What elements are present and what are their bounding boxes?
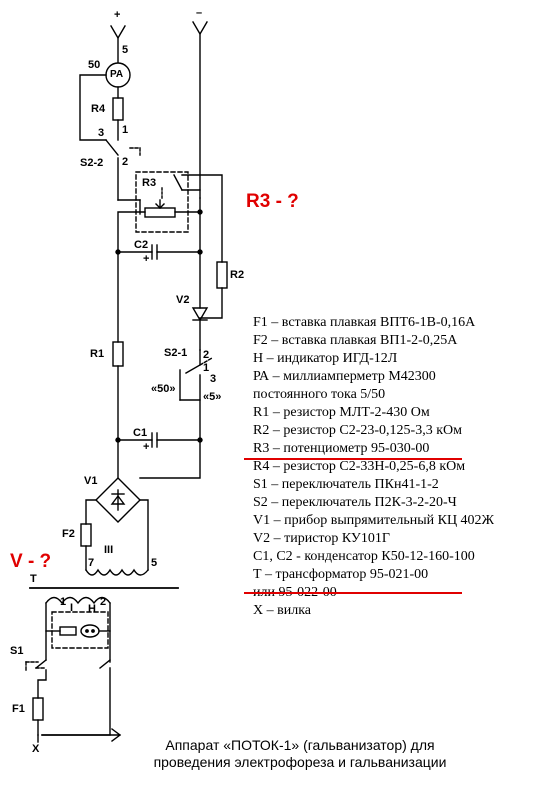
transformer-label: T (30, 573, 37, 585)
s21-pin1-label: 1 (203, 362, 210, 374)
v1-bridge-rectifier (85, 477, 149, 571)
f1-label: F1 (12, 703, 25, 715)
caption-line-2: проведения электрофореза и гальванизации (153, 754, 447, 770)
c1-plus-label: + (143, 441, 150, 453)
pin-3-label: 3 (98, 127, 105, 139)
pin-7-label: 7 (88, 557, 95, 569)
caption-line-1: Аппарат «ПОТОК-1» (гальванизатор) для (165, 737, 435, 753)
s21-pin2-label: 2 (203, 349, 210, 361)
f2-label: F2 (62, 528, 75, 540)
plus-label: + (114, 9, 121, 21)
r1-label: R1 (90, 348, 105, 360)
pos-5-label: «5» (203, 391, 222, 403)
s2-2-switch (105, 139, 141, 215)
s1-to-f1-wire (37, 669, 47, 699)
s2-2-label: S2-2 (80, 157, 104, 169)
legend-item: R4 – резистор С2-33Н-0,25-6,8 кОм (253, 459, 466, 474)
legend-item: S1 – переключатель ПКн41-1-2 (253, 477, 439, 492)
v1-label: V1 (84, 475, 98, 487)
pos-50-label: «50» (151, 383, 176, 395)
legend-item: F1 – вставка плавкая ВПТ6-1В-0,16А (253, 315, 476, 330)
minus-label: – (196, 7, 203, 19)
component-legend: F1 – вставка плавкая ВПТ6-1В-0,16А F2 – … (253, 314, 494, 620)
r2-label: R2 (230, 269, 245, 281)
pin-5-top-label: 5 (122, 44, 129, 56)
legend-item: Т – трансформатор 95-021-00 (253, 567, 429, 582)
legend-item: РА – миллиамперметр М42300 (253, 369, 436, 384)
legend-item: R2 – резистор С2-23-0,125-3,3 кОм (253, 423, 462, 438)
h-label: H (88, 603, 96, 615)
legend-item: Х – вилка (253, 603, 312, 618)
r2-resistor (216, 261, 228, 289)
legend-item: R1 – резистор МЛТ-2-430 Ом (253, 405, 430, 420)
minus-terminal (192, 21, 208, 199)
win-1-label: 1 (60, 596, 67, 608)
s1-right-wire (41, 667, 111, 736)
secondary-winding (85, 568, 149, 576)
pin-50-label: 50 (88, 59, 101, 71)
rail-to-bridge (139, 439, 201, 479)
legend-item: S2 – переключатель П2К-3-2-20-Ч (253, 495, 457, 510)
r2-branch (181, 174, 223, 263)
r4-resistor (112, 97, 124, 121)
legend-item: R3 – потенциометр 95-030-00 (253, 441, 430, 456)
f2-fuse (80, 523, 92, 547)
s1-label: S1 (10, 645, 24, 657)
r3-label: R3 (142, 177, 157, 189)
v-question-annotation: V - ? (10, 551, 52, 572)
legend-item: Н – индикатор ИГД-12Л (253, 351, 398, 366)
pa-label: PA (110, 69, 124, 80)
plus-terminal (110, 25, 126, 63)
r3-question-annotation: R3 - ? (246, 191, 299, 212)
t-underline (244, 592, 462, 594)
f1-fuse (32, 697, 44, 721)
c2-plus-label: + (143, 253, 150, 265)
s1-switch (25, 659, 111, 673)
legend-item: V1 – прибор выпрямительный КЦ 402Ж (253, 513, 495, 528)
pin-5-bottom-label: 5 (151, 557, 158, 569)
c1-label: C1 (133, 427, 148, 439)
c1-capacitor (117, 432, 201, 448)
r2-branch-low (199, 287, 223, 319)
h-indicator (45, 611, 111, 649)
r1-resistor (112, 341, 124, 367)
winding-iii-label: III (104, 544, 114, 556)
legend-item: F2 – вставка плавкая ВП1-2-0,25А (253, 333, 458, 348)
legend-item: постоянного тока 5/50 (253, 387, 386, 402)
caption: Аппарат «ПОТОК-1» (гальванизатор) для пр… (80, 737, 520, 771)
x-label: X (32, 743, 40, 755)
s2-1-label: S2-1 (164, 347, 188, 359)
r3-underline (244, 458, 462, 460)
s2-1-switch (179, 349, 213, 441)
win-2-label: 2 (100, 596, 107, 608)
pin-1-label: 1 (122, 124, 129, 136)
primary-winding (45, 596, 111, 605)
x-plug (37, 728, 122, 743)
legend-item: V2 – тиристор КУ101Г (253, 531, 390, 546)
legend-item: С1, С2 - конденсатор К50-12-160-100 (253, 549, 475, 564)
s21-pin3-label: 3 (210, 373, 217, 385)
r4-label: R4 (91, 103, 106, 115)
c2-capacitor (117, 244, 201, 260)
c2-label: C2 (134, 239, 149, 251)
v2-thyristor (191, 307, 209, 351)
win-i-label: I (70, 602, 74, 614)
v2-label: V2 (176, 294, 190, 306)
pin-2-label: 2 (122, 156, 129, 168)
r3-left-wire (117, 211, 146, 253)
